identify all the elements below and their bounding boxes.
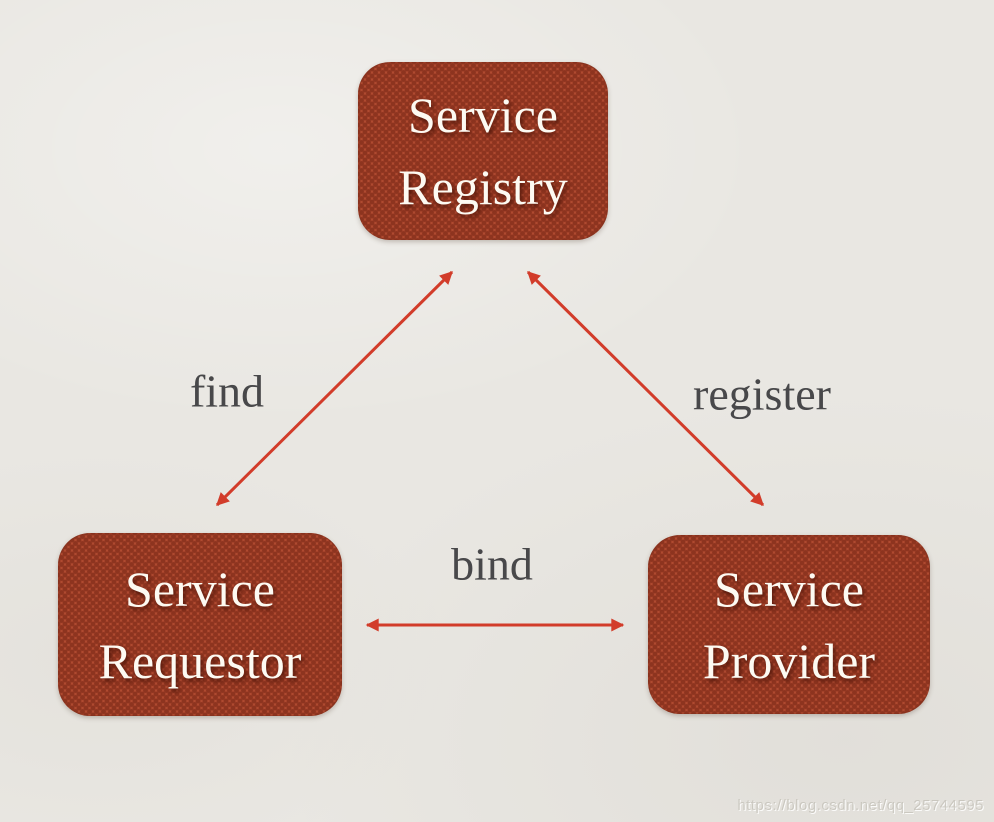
find-bidirectional-arrow [215,270,454,507]
node-service-requestor: Service Requestor [58,533,342,716]
node-service-provider: Service Provider [648,535,930,714]
edge-label-register: register [693,368,831,420]
node-label-line: Service [408,87,558,143]
register-bidirectional-arrow [526,270,765,507]
node-service-registry: Service Registry [358,62,608,240]
edge-label-find: find [189,365,265,417]
node-label-line: Requestor [98,632,302,689]
node-label-line: Registry [398,159,568,215]
edge-label-bind: bind [451,538,533,590]
watermark: https://blog.csdn.net/qq_25744595 [737,797,984,814]
node-label-line: Service [125,560,275,617]
node-label-line: Provider [702,632,876,689]
node-label-line: Service [714,560,864,617]
